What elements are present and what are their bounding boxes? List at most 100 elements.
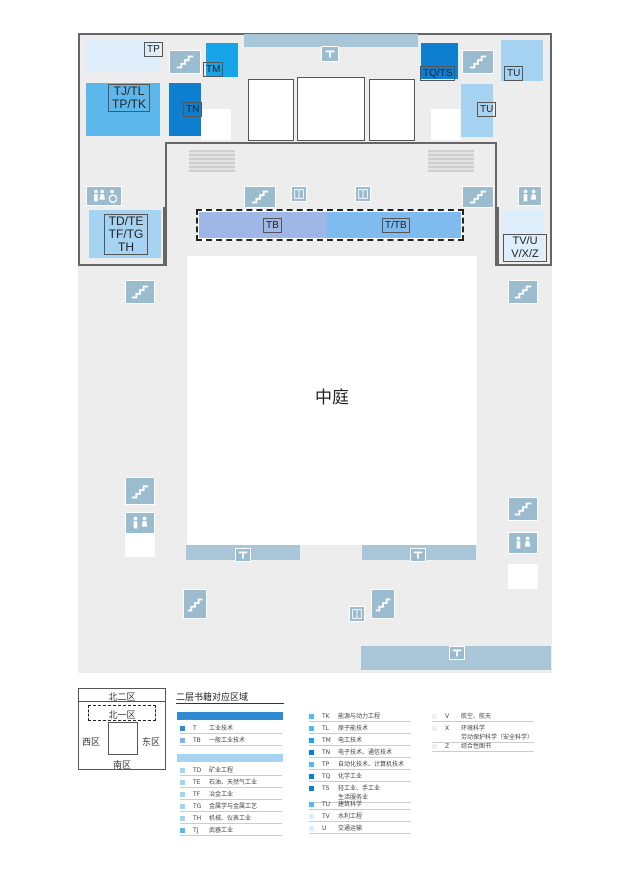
legend-divider: [180, 745, 282, 746]
stairs-icon: [169, 50, 201, 74]
shelf-tn[interactable]: [169, 83, 201, 136]
shelf-t-tb[interactable]: [327, 212, 461, 238]
legend-divider: [309, 769, 411, 770]
legend-code: TJ: [193, 827, 199, 834]
legend-title-underline: [176, 703, 284, 704]
stairs-icon: [508, 280, 538, 304]
legend-name: 航空、航天: [461, 713, 492, 720]
elevator-icon: [355, 186, 371, 202]
legend-divider: [309, 809, 411, 810]
legend-swatch: [180, 738, 185, 743]
elevator-icon: [349, 606, 365, 622]
stairs-right: [428, 150, 474, 172]
legend-divider: [432, 742, 534, 743]
stairs-icon: [125, 280, 155, 304]
stairs-icon: [462, 186, 494, 208]
shelf-tm[interactable]: [206, 43, 238, 77]
legend-name: 交通运输: [338, 825, 363, 832]
legend-name: 轻工业、手工业: [338, 785, 381, 792]
legend-name: 综合性图书: [461, 743, 492, 750]
legend-header-category: 类别: [177, 754, 283, 769]
legend-swatch: [309, 814, 314, 819]
legend-name: 电子技术、通信技术: [338, 749, 393, 756]
legend-name: 环境科学: [461, 725, 486, 732]
service-desk-icon: [449, 646, 465, 660]
stairs-icon: [244, 186, 276, 208]
shelf-label-tq-ts: TQ/TS: [420, 66, 456, 81]
elevator-icon: [291, 186, 307, 202]
shelf-tj-tk[interactable]: [86, 83, 160, 136]
courtyard-label: 中庭: [315, 388, 349, 408]
legend-code: TH: [193, 815, 202, 822]
room-north-2: [297, 77, 365, 141]
shelf-tq-ts[interactable]: [421, 43, 458, 79]
legend-code: U: [322, 825, 327, 832]
legend-name-line2: 生活服务业: [338, 794, 369, 801]
legend-swatch: [432, 714, 437, 719]
legend-name: 能源与动力工程: [338, 713, 381, 720]
legend-code: TP: [322, 761, 330, 768]
legend-swatch: [180, 768, 185, 773]
shelf-tu-top[interactable]: [501, 40, 543, 81]
legend-divider: [309, 757, 411, 758]
mini-map-east-label: 东区: [142, 738, 161, 748]
room-tn-white: [201, 109, 231, 140]
legend-code: V: [445, 713, 450, 720]
legend-code: X: [445, 725, 450, 732]
legend-code: TF: [193, 791, 201, 798]
stairs-icon: [462, 50, 494, 74]
legend-name: 矿业工程: [209, 767, 234, 774]
legend-swatch: [309, 750, 314, 755]
service-desk-icon: [235, 548, 251, 562]
legend-name: 化学工业: [338, 773, 363, 780]
legend-swatch: [309, 786, 314, 791]
legend-name: 石油、天然气工业: [209, 779, 258, 786]
shelf-label-tu-mid: TU: [477, 102, 497, 117]
restroom-room: [125, 534, 155, 557]
restroom-icon: [125, 512, 155, 534]
shelf-tp-top[interactable]: [86, 40, 160, 71]
legend-code: TD: [193, 767, 202, 774]
legend-name: 机械、仪表工业: [209, 815, 252, 822]
mini-map-south-label: 南区: [112, 761, 131, 771]
shelf-td-th[interactable]: [89, 210, 161, 258]
shelf-label-tm: TM: [203, 62, 224, 77]
legend-row: V 航空、航天: [432, 711, 534, 722]
legend-code: TG: [193, 803, 202, 810]
legend-divider: [432, 721, 534, 722]
legend-header-category-label: 类别: [180, 762, 193, 769]
legend-code: TM: [322, 737, 331, 744]
legend-swatch: [432, 744, 437, 749]
mini-map-north2: [78, 688, 166, 702]
legend-swatch: [180, 828, 185, 833]
shelf-label-tp: TP: [144, 42, 163, 57]
legend-divider: [432, 751, 534, 752]
legend-divider: [180, 799, 282, 800]
shelf-tv-z[interactable]: [502, 210, 544, 260]
legend-swatch: [309, 826, 314, 831]
shelf-label-tu-top: TU: [504, 66, 524, 81]
legend-divider: [309, 745, 411, 746]
shelf-label-tb: TB: [263, 218, 282, 233]
legend-divider: [309, 821, 411, 822]
shelf-label-tn: TN: [183, 102, 203, 117]
legend-name: 自动化技术、计算机技术: [338, 761, 405, 768]
legend-code: TB: [193, 737, 201, 744]
restroom-room: [508, 564, 538, 589]
legend-name: 武器工业: [209, 827, 234, 834]
legend-code: TL: [322, 725, 330, 732]
mini-map-north2-label: 北二区: [108, 693, 136, 703]
legend-code: TN: [322, 749, 331, 756]
legend-name: 建筑科学: [338, 801, 363, 808]
legend-code: TQ: [322, 773, 331, 780]
legend-divider: [180, 811, 282, 812]
